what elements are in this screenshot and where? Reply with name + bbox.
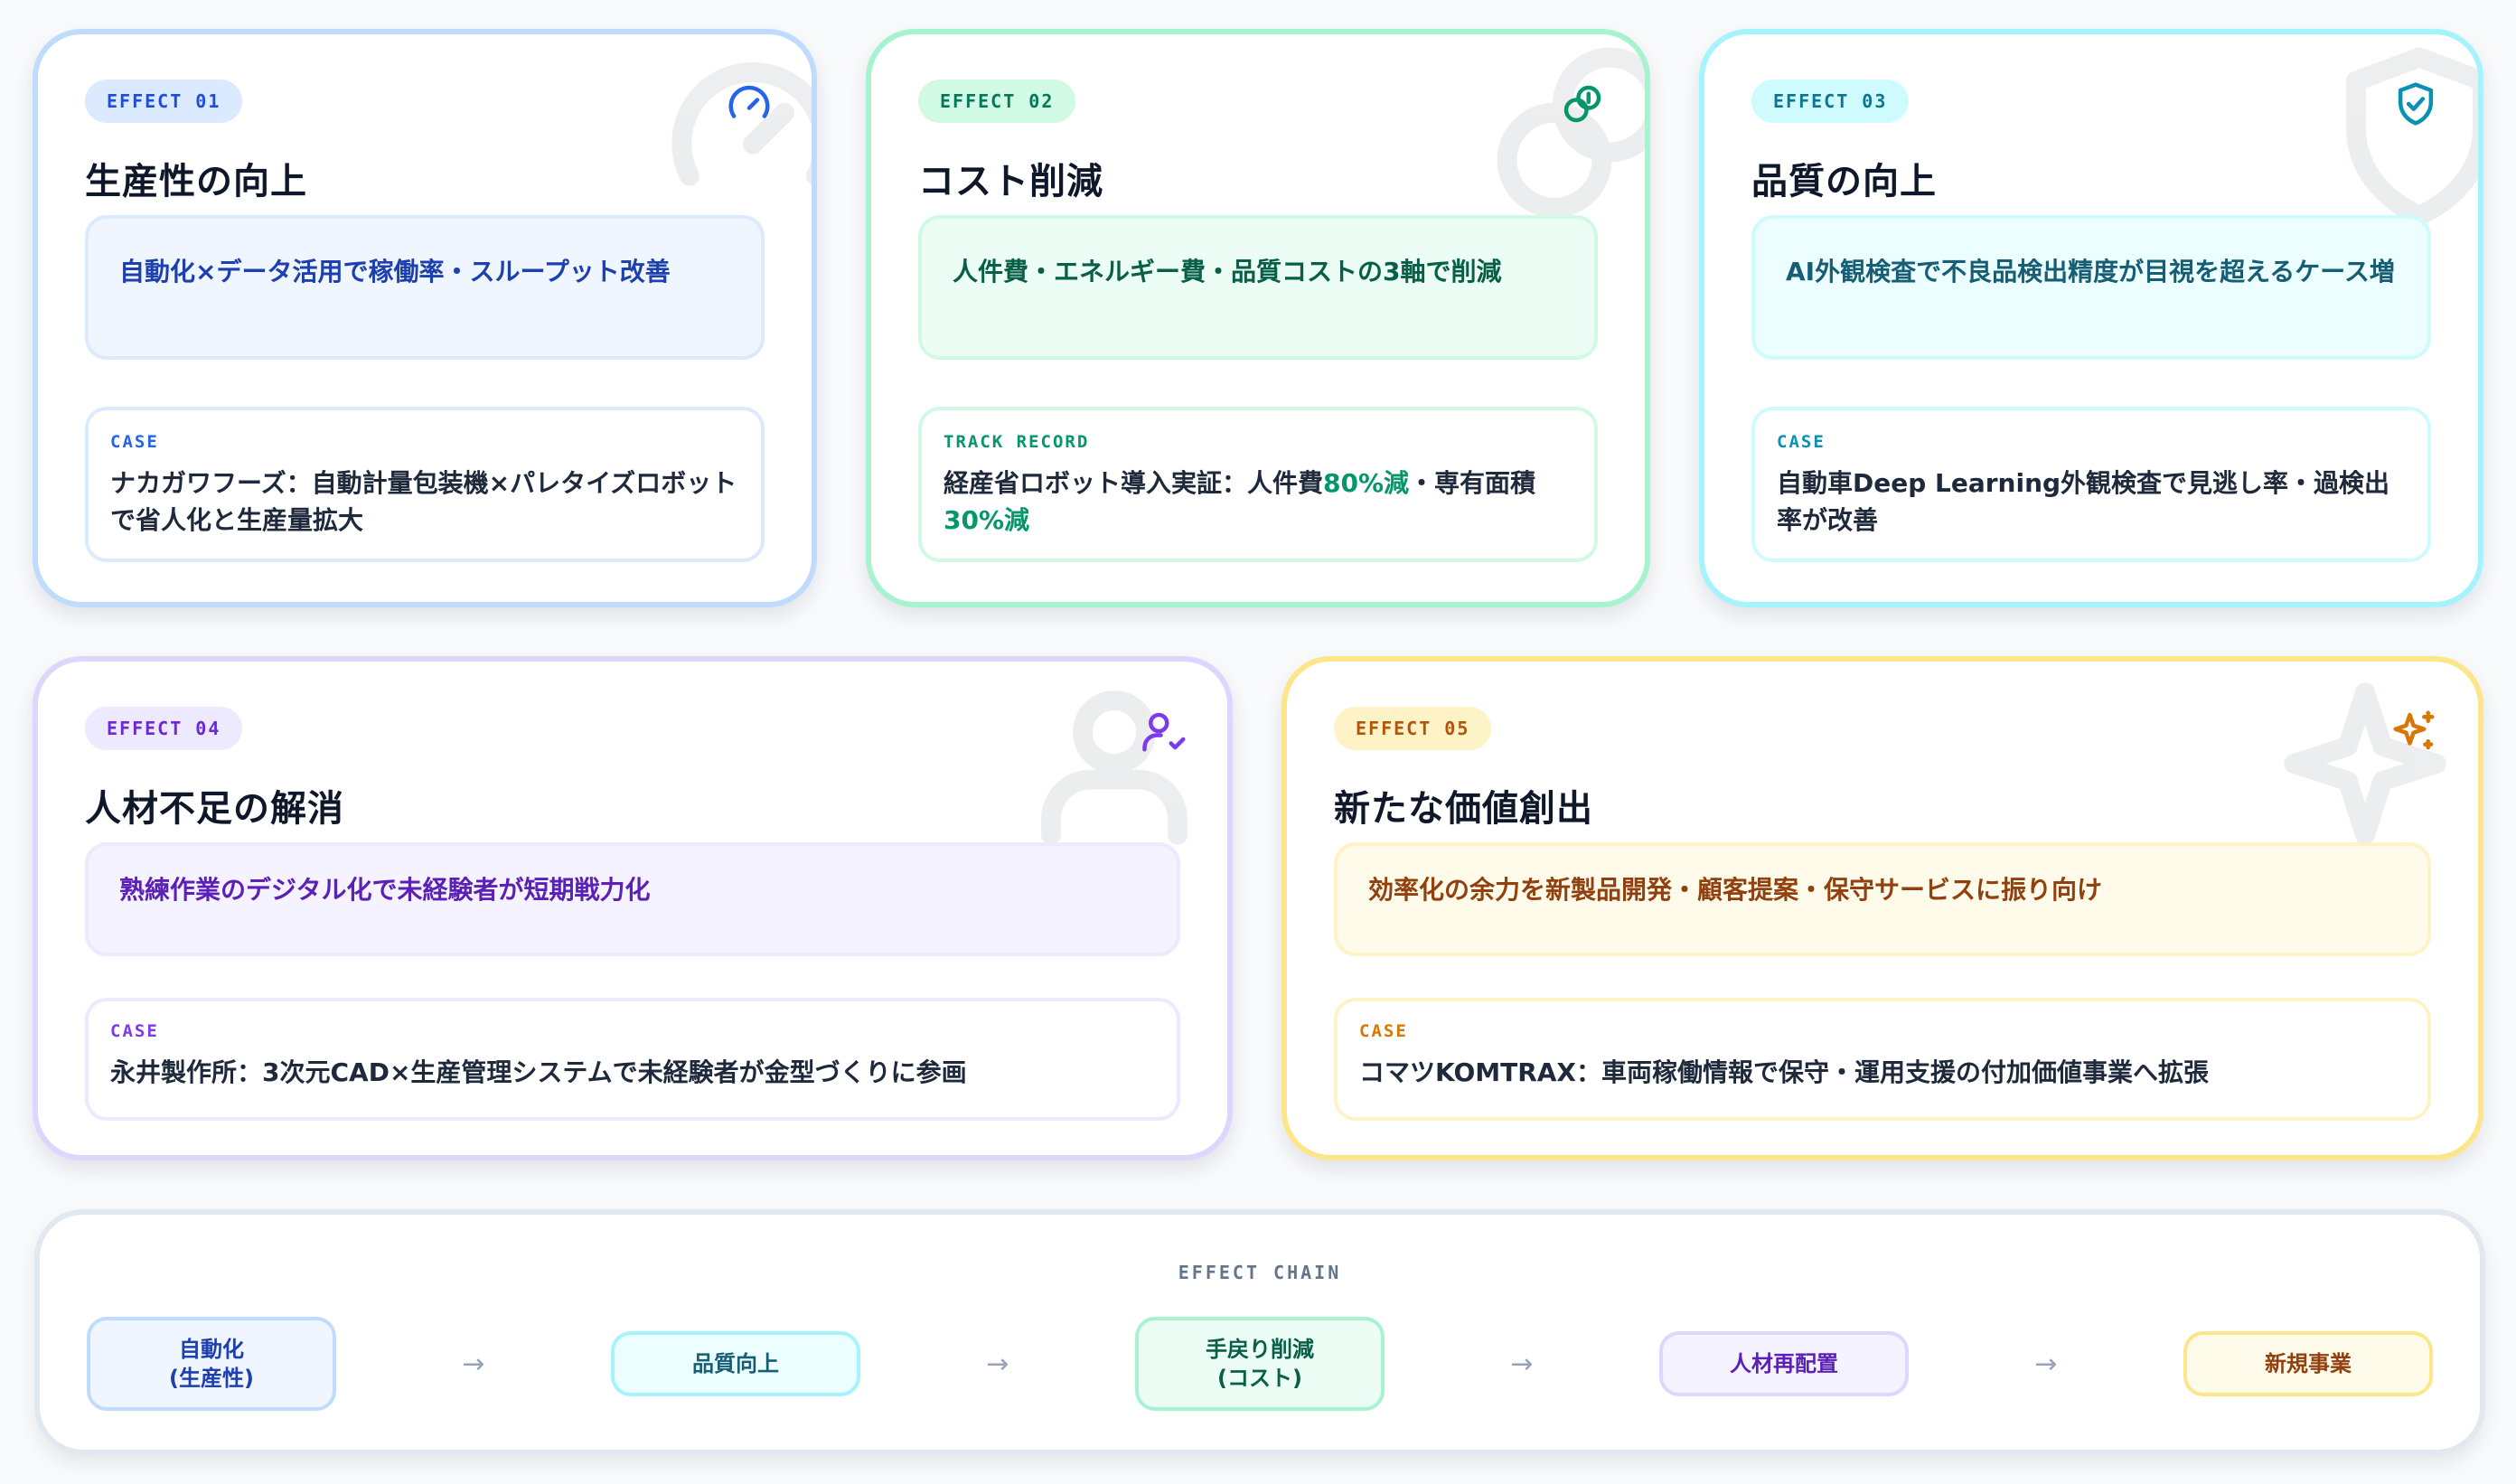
arrow-right-icon: →	[986, 1348, 1009, 1380]
chain-step-talent-reallocation: 人材再配置	[1659, 1331, 1909, 1396]
effect-card-productivity: EFFECT 01 生産性の向上 自動化×データ活用で稼働率・スループット改善 …	[33, 29, 817, 607]
effect-title: 人材不足の解消	[85, 788, 344, 830]
gauge-watermark-icon	[671, 61, 812, 186]
chain-step-new-business: 新規事業	[2183, 1331, 2433, 1396]
effect-badge: EFFECT 03	[1751, 80, 1910, 123]
effect-summary: AI外観検査で不良品検出精度が目視を超えるケース増	[1751, 215, 2431, 360]
effect-case-box: CASE ナカガワフーズ：自動計量包装機×パレタイズロボットで省人化と生産量拡大	[85, 407, 765, 562]
effect-chain-panel: EFFECT CHAIN 自動化 (生産性) → 品質向上 → 手戻り削減 (コ…	[34, 1209, 2485, 1455]
arrow-right-icon: →	[462, 1348, 485, 1380]
case-highlight-value: 30%減	[944, 505, 1030, 535]
effect-summary-text: 自動化×データ活用で稼働率・スループット改善	[119, 257, 671, 286]
effect-summary: 効率化の余力を新製品開発・顧客提案・保守サービスに振り向け	[1334, 842, 2431, 956]
shield-watermark-icon	[2346, 47, 2478, 226]
effect-chain-row: 自動化 (生産性) → 品質向上 → 手戻り削減 (コスト) → 人材再配置 →…	[87, 1314, 2433, 1414]
effect-summary-text: 熟練作業のデジタル化で未経験者が短期戦力化	[119, 875, 651, 905]
effect-summary: 自動化×データ活用で稼働率・スループット改善	[85, 215, 765, 360]
effect-badge: EFFECT 01	[85, 80, 243, 123]
arrow-right-icon: →	[2034, 1348, 2058, 1380]
coins-icon	[1563, 85, 1601, 123]
effect-summary: 人件費・エネルギー費・品質コストの3軸で削減	[918, 215, 1598, 360]
effect-case-box: TRACK RECORD 経産省ロボット導入実証：人件費80%減・専有面積 30%…	[918, 407, 1598, 562]
user-watermark-icon	[1041, 690, 1188, 845]
case-text-part: 経産省ロボット導入実証：人件費	[944, 468, 1324, 498]
effect-title: 新たな価値創出	[1334, 788, 1593, 830]
case-highlight-value: 80%減	[1323, 468, 1410, 498]
effect-card-talent: EFFECT 04 人材不足の解消 熟練作業のデジタル化で未経験者が短期戦力化 …	[33, 656, 1233, 1160]
effect-card-quality: EFFECT 03 品質の向上 AI外観検査で不良品検出精度が目視を超えるケース…	[1699, 29, 2483, 607]
effect-summary-text: 人件費・エネルギー費・品質コストの3軸で削減	[953, 257, 1502, 286]
effect-case-box: CASE 自動車Deep Learning外観検査で見逃し率・過検出率が改善	[1751, 407, 2431, 562]
effect-title: 生産性の向上	[85, 161, 307, 202]
case-text: 経産省ロボット導入実証：人件費80%減・専有面積 30%減	[944, 465, 1572, 539]
case-text: コマツKOMTRAX：車両稼働情報で保守・運用支援の付加価値事業へ拡張	[1359, 1057, 2210, 1087]
effect-badge: EFFECT 04	[85, 707, 243, 750]
chain-step-rework-reduction: 手戻り削減 (コスト)	[1135, 1317, 1385, 1411]
case-label: CASE	[110, 432, 159, 452]
effect-case-box: CASE コマツKOMTRAX：車両稼働情報で保守・運用支援の付加価値事業へ拡張	[1334, 998, 2431, 1121]
sparkles-icon	[2393, 710, 2435, 750]
case-label: CASE	[1777, 432, 1826, 452]
case-text-part: ・専有面積	[1409, 468, 1536, 498]
effect-badge: EFFECT 05	[1334, 707, 1492, 750]
arrow-right-icon: →	[1510, 1348, 1534, 1380]
coins-watermark-icon	[1497, 47, 1645, 218]
shield-check-icon	[2398, 82, 2434, 126]
case-text: ナカガワフーズ：自動計量包装機×パレタイズロボットで省人化と生産量拡大	[110, 468, 737, 535]
case-label: TRACK RECORD	[944, 432, 1090, 452]
user-check-icon	[1142, 712, 1186, 752]
case-label: CASE	[1359, 1021, 1408, 1041]
effect-card-new-value: EFFECT 05 新たな価値創出 効率化の余力を新製品開発・顧客提案・保守サー…	[1281, 656, 2483, 1160]
effect-card-cost: EFFECT 02 コスト削減 人件費・エネルギー費・品質コストの3軸で削減 T…	[866, 29, 1650, 607]
effect-badge: EFFECT 02	[918, 80, 1076, 123]
effect-title: 品質の向上	[1751, 161, 1937, 202]
case-text: 永井製作所：3次元CAD×生産管理システムで未経験者が金型づくりに参画	[110, 1057, 967, 1087]
case-text: 自動車Deep Learning外観検査で見逃し率・過検出率が改善	[1777, 468, 2390, 535]
effect-summary: 熟練作業のデジタル化で未経験者が短期戦力化	[85, 842, 1180, 956]
effect-chain-title: EFFECT CHAIN	[1178, 1262, 1342, 1283]
gauge-icon	[728, 85, 770, 118]
effect-case-box: CASE 永井製作所：3次元CAD×生産管理システムで未経験者が金型づくりに参画	[85, 998, 1180, 1121]
sparkles-watermark-icon	[2284, 682, 2446, 845]
effect-title: コスト削減	[918, 161, 1103, 202]
chain-step-automation: 自動化 (生産性)	[87, 1317, 336, 1411]
case-label: CASE	[110, 1021, 159, 1041]
effect-summary-text: AI外観検査で不良品検出精度が目視を超えるケース増	[1786, 257, 2395, 286]
chain-step-quality: 品質向上	[611, 1331, 860, 1396]
effect-summary-text: 効率化の余力を新製品開発・顧客提案・保守サービスに振り向け	[1368, 875, 2103, 905]
